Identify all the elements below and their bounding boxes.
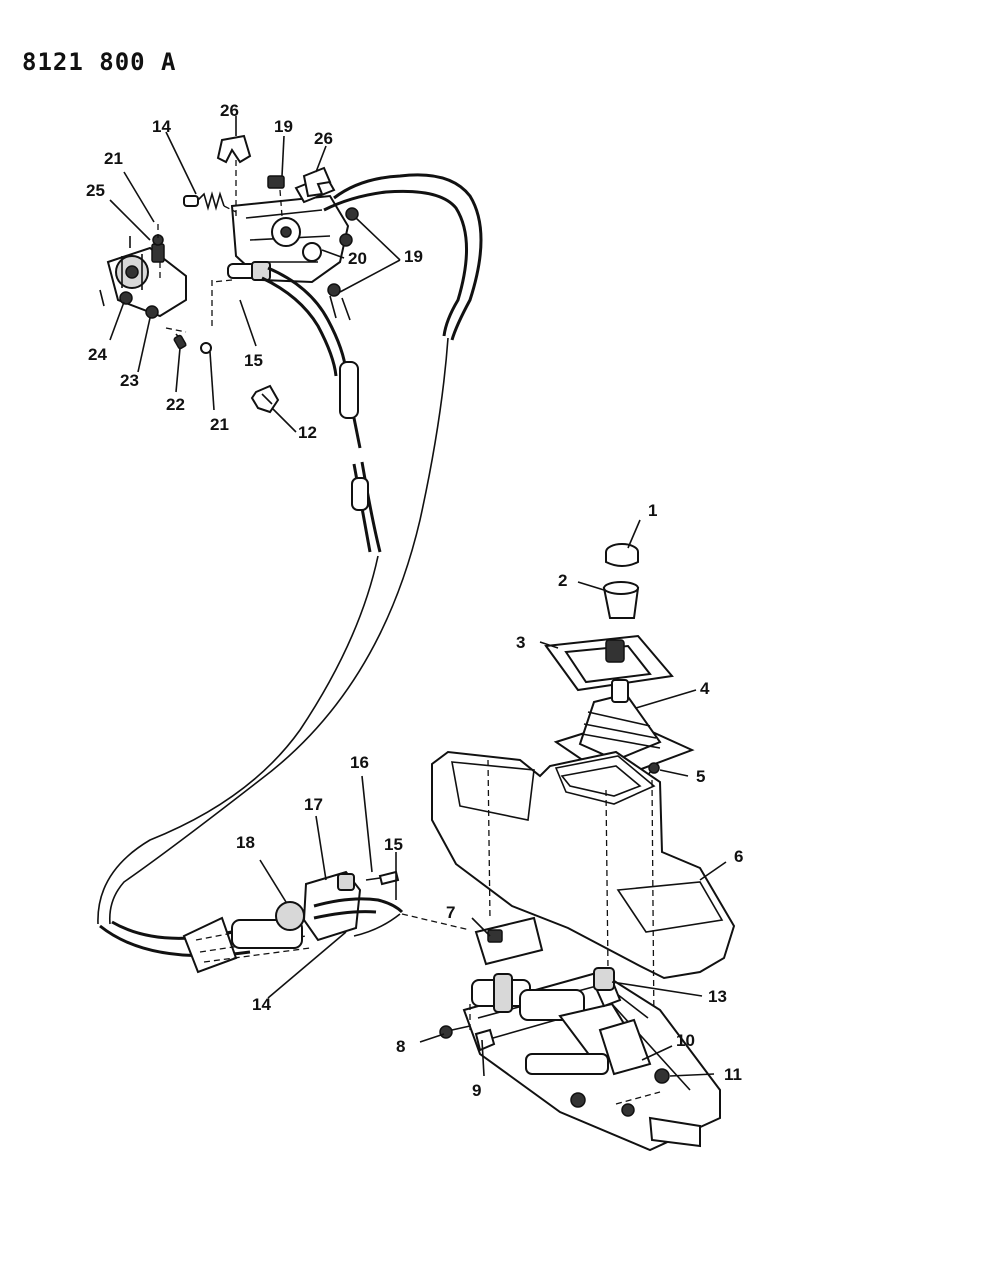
callout-5: 5 [696, 767, 705, 786]
callout-9: 9 [472, 1081, 481, 1100]
shifter-base-assembly [439, 916, 721, 1152]
callout-20: 20 [348, 249, 367, 268]
callout-13: 13 [708, 987, 727, 1006]
callout-6: 6 [734, 847, 743, 866]
leader-lines [109, 116, 727, 1077]
callout-22: 22 [166, 395, 185, 414]
callout-25: 25 [86, 181, 105, 200]
diagram-code: 8121 800 A [22, 48, 177, 76]
callout-7: 7 [446, 903, 455, 922]
console [431, 750, 736, 1031]
callout-19-upper: 19 [274, 117, 293, 136]
callout-8: 8 [396, 1037, 405, 1056]
knob-sleeve [602, 581, 640, 619]
callout-21-upper: 21 [104, 149, 123, 168]
callout-15-lower: 15 [384, 835, 403, 854]
callout-4: 4 [700, 679, 710, 698]
callout-18: 18 [236, 833, 255, 852]
boot-retainer [544, 634, 674, 692]
callout-24: 24 [88, 345, 107, 364]
shift-knob [605, 543, 639, 567]
callout-15-upper: 15 [244, 351, 263, 370]
cable-mount-assembly [99, 224, 212, 354]
screw-5 [648, 762, 660, 774]
callout-19-right: 19 [404, 247, 423, 266]
callout-2: 2 [558, 571, 567, 590]
callout-3: 3 [516, 633, 525, 652]
callout-11: 11 [724, 1065, 742, 1084]
callout-12: 12 [298, 423, 317, 442]
callout-17: 17 [304, 795, 323, 814]
transaxle-bracket-assembly [183, 134, 359, 330]
callout-26-right: 26 [314, 129, 333, 148]
callout-23: 23 [120, 371, 139, 390]
callout-14-lower: 14 [252, 995, 271, 1014]
callout-10: 10 [676, 1031, 695, 1050]
callout-16: 16 [350, 753, 369, 772]
callout-21-lower: 21 [210, 415, 229, 434]
callout-14-upper: 14 [152, 117, 171, 136]
lower-cable-bracket [182, 870, 471, 974]
callout-26-left: 26 [220, 101, 239, 120]
callout-1: 1 [648, 501, 657, 520]
callout-labels: 1 2 3 4 5 6 7 8 9 10 11 12 13 14 14 15 1… [86, 101, 743, 1100]
shift-cables [97, 173, 483, 958]
cable-clip [250, 384, 280, 414]
